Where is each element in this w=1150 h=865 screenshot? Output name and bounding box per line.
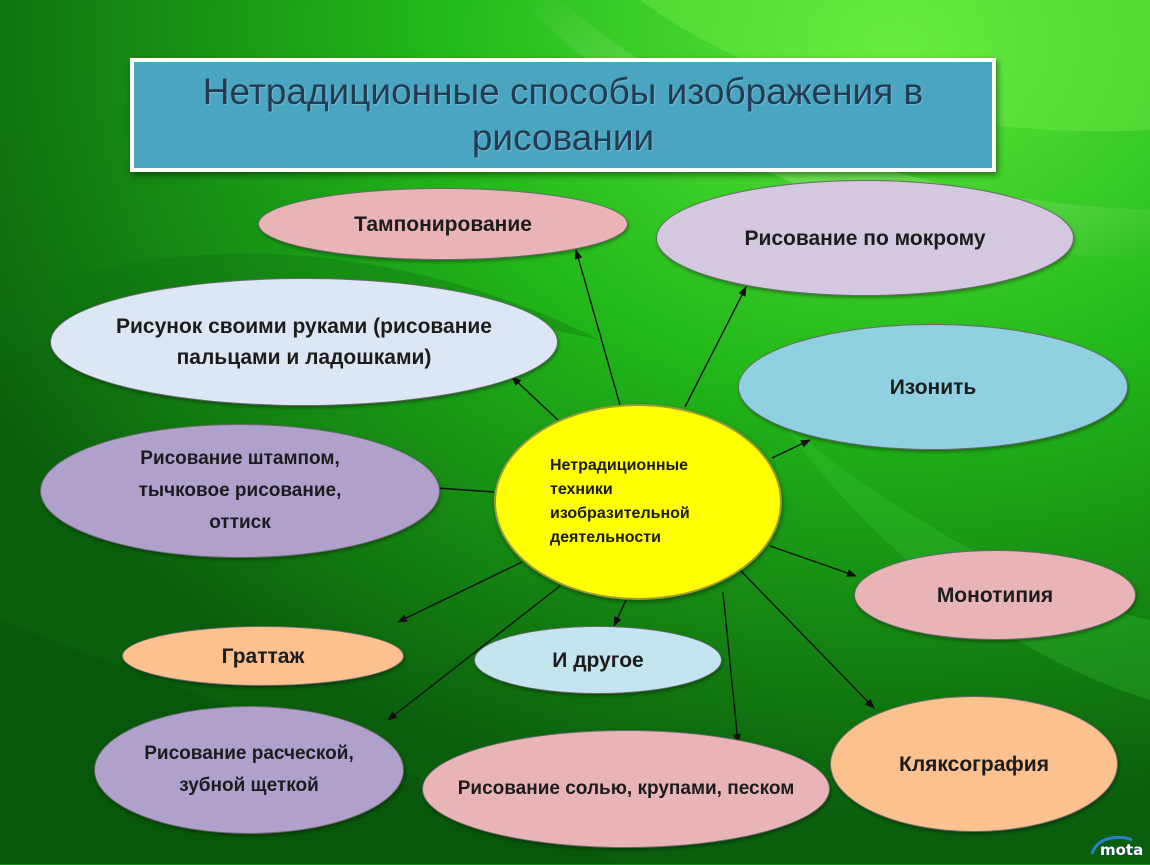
node-izonit-label: Изонить — [889, 375, 977, 399]
node-shtamp-label: Рисование штампом, тычковое рисование, о… — [138, 448, 342, 533]
node-grattazh-label: Граттаж — [221, 644, 305, 668]
node-monotipiya-label: Монотипия — [936, 583, 1054, 607]
node-grattazh: Граттаж — [122, 626, 404, 686]
center-node: Нетрадиционные техники изобразительной д… — [494, 404, 782, 600]
logo: mota — [1088, 832, 1146, 860]
logo-text: mota — [1100, 841, 1144, 859]
node-sol: Рисование солью, крупами, песком — [422, 730, 830, 848]
node-ruki: Рисунок своими руками (рисование пальцам… — [50, 278, 558, 406]
node-izonit: Изонить — [738, 324, 1128, 450]
center-node-label: Нетрадиционные техники изобразительной д… — [550, 457, 690, 546]
node-mokromu-label: Рисование по мокрому — [744, 226, 986, 250]
node-drugoe-label: И другое — [552, 648, 644, 672]
node-klyaksografiya-label: Кляксография — [899, 752, 1049, 776]
node-monotipiya: Монотипия — [854, 550, 1136, 640]
node-tamponirovanie-label: Тампонирование — [354, 212, 532, 236]
node-ruki-label: Рисунок своими руками (рисование пальцам… — [116, 315, 492, 369]
node-rascheska: Рисование расческой, зубной щеткой — [94, 706, 404, 834]
node-tamponirovanie: Тампонирование — [258, 188, 628, 260]
node-sol-label: Рисование солью, крупами, песком — [457, 778, 795, 799]
title-box: Нетрадиционные способы изображения в рис… — [130, 58, 996, 172]
logo-swirl-icon — [1090, 835, 1133, 855]
node-klyaksografiya: Кляксография — [830, 696, 1118, 832]
page-title: Нетрадиционные способы изображения в рис… — [202, 71, 924, 158]
node-drugoe: И другое — [474, 626, 722, 694]
node-rascheska-label: Рисование расческой, зубной щеткой — [144, 743, 354, 796]
node-mokromu: Рисование по мокрому — [656, 180, 1074, 296]
node-shtamp: Рисование штампом, тычковое рисование, о… — [40, 424, 440, 558]
